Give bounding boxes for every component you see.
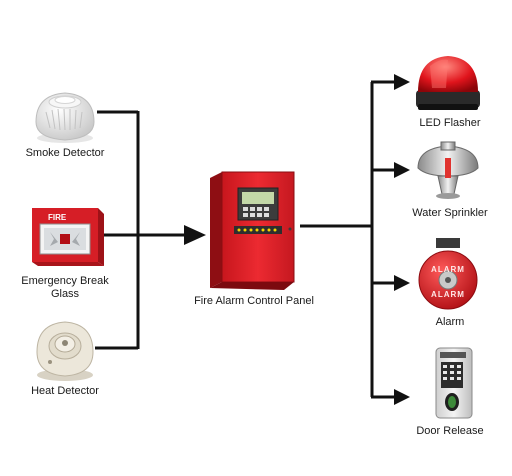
break-glass-sign: FIRE xyxy=(48,213,67,222)
sprinkler-arrow xyxy=(394,162,410,178)
alarm-bell-icon: ALARM ALARM xyxy=(418,238,478,310)
alarm-arrow xyxy=(394,275,410,291)
water-sprinkler-label: Water Sprinkler xyxy=(412,207,488,219)
heat-detector-label: Heat Detector xyxy=(31,385,99,397)
control-panel-label: Fire Alarm Control Panel xyxy=(194,295,314,307)
smoke-detector-label: Smoke Detector xyxy=(25,147,105,159)
smoke-detector-icon xyxy=(35,92,95,143)
output-connectors xyxy=(300,80,396,399)
led-arrow xyxy=(394,74,410,90)
input-connectors xyxy=(95,110,186,350)
led-flasher-icon xyxy=(416,56,480,110)
alarm-label: Alarm xyxy=(435,316,465,328)
door-release-label: Door Release xyxy=(416,425,484,437)
alarm-bell-text-bottom: ALARM xyxy=(431,290,465,299)
led-flasher-label: LED Flasher xyxy=(419,117,481,129)
water-sprinkler-icon xyxy=(417,141,479,199)
door-release-icon xyxy=(435,347,473,419)
output-arrows xyxy=(394,74,410,405)
panel-input-arrow xyxy=(184,225,206,245)
heat-detector-icon xyxy=(36,321,94,381)
door-arrow xyxy=(394,389,410,405)
break-glass-icon: FIRE xyxy=(32,208,104,266)
control-panel-icon xyxy=(210,171,295,290)
alarm-bell-text-top: ALARM xyxy=(431,265,465,274)
break-glass-label: Emergency Break Glass xyxy=(21,275,109,300)
